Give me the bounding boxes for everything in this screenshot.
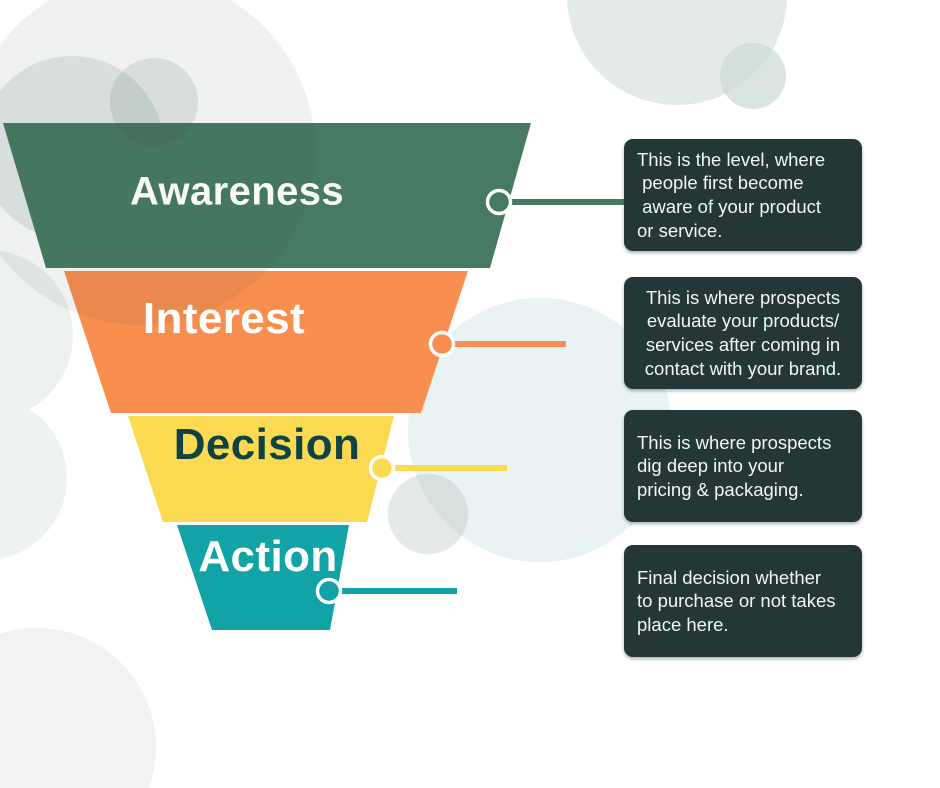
awareness-connector-dot [485,188,513,216]
funnel-stage-decision-shape [128,416,394,522]
interest-description-text: This is where prospects evaluate your pr… [644,286,842,379]
decision-description-text: This is where prospects dig deep into yo… [637,431,832,500]
action-description-text: Final decision whether to purchase or no… [637,566,836,635]
funnel-stage-decision-label: Decision [173,420,361,469]
decision-connector-dot [368,454,396,482]
action-connector-dot [315,577,343,605]
awareness-description-card: This is the level, where people first be… [624,139,862,251]
funnel-stage-awareness-label: Awareness [129,169,345,214]
action-description-card: Final decision whether to purchase or no… [624,545,862,657]
interest-description-card: This is where prospects evaluate your pr… [624,277,862,389]
funnel-stage-interest-shape [64,271,468,413]
funnel-stage-action-label: Action [198,532,338,581]
awareness-description-text: This is the level, where people first be… [637,148,826,241]
funnel-stage-interest-label: Interest [142,294,306,343]
funnel-stage-action-shape [177,525,349,630]
interest-connector-dot [428,330,456,358]
decision-description-card: This is where prospects dig deep into yo… [624,410,862,522]
